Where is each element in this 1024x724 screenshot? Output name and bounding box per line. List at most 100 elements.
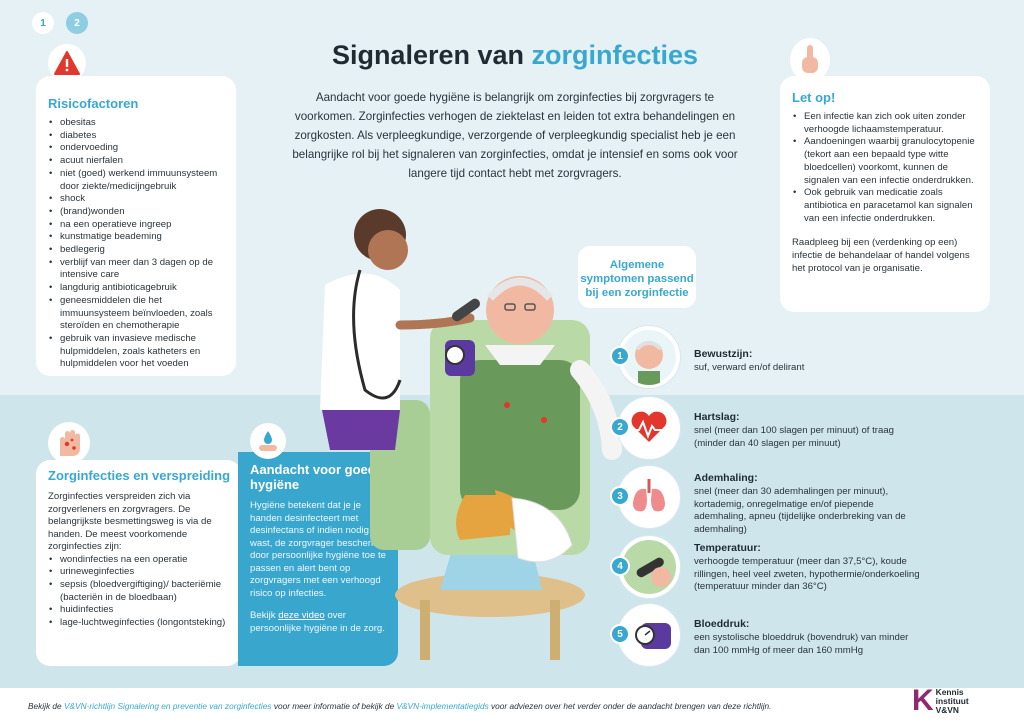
logo-text: Kennis instituut V&VN	[935, 686, 969, 715]
patient-pants	[456, 495, 511, 540]
patient-collar	[485, 345, 555, 365]
list-item: huidinfecties	[48, 604, 231, 617]
hygiene-more: Bekijk deze video over persoonlijke hygi…	[250, 610, 388, 635]
let-op-note: Raadpleeg bij een (verdenking op een) in…	[792, 237, 970, 274]
let-op-card: Let op! Een infectie kan zich ook uiten …	[780, 76, 990, 312]
page-1-button[interactable]: 1	[32, 12, 54, 34]
logo-line: Kennis	[935, 686, 964, 697]
nurse-patient-illustration	[320, 209, 622, 660]
list-item: langdurig antibioticagebruik	[48, 282, 226, 295]
symptom-heading: Bewustzijn:	[694, 348, 753, 360]
page-2-button[interactable]: 2	[66, 12, 88, 34]
footer-text: Bekijk de V&VN-richtlijn Signalering en …	[28, 701, 771, 711]
list-item: bedlegerig	[48, 244, 226, 257]
let-op-list: Een infectie kan zich ook uiten zonder v…	[792, 111, 980, 225]
hand-drop-icon	[250, 423, 286, 459]
footer-part: Bekijk de	[28, 701, 64, 711]
logo-mark: K	[912, 684, 934, 717]
symptoms-bubble: Algemene symptomen passend bij een zorgi…	[578, 246, 696, 308]
footer-part: voor meer informatie of bekijk de	[271, 701, 397, 711]
nurse-pants	[322, 410, 400, 450]
list-item: (brand)wonden	[48, 206, 226, 219]
list-item: sepsis (bloedvergiftiging)/ bacteriëmie …	[48, 579, 231, 604]
list-item: niet (goed) werkend immuunsysteem door z…	[48, 168, 226, 193]
nurse-face	[368, 230, 408, 270]
guideline-link[interactable]: V&VN-richtlijn Signalering en preventie …	[63, 701, 272, 711]
spread-list: wondinfecties na een operatie urinewegin…	[48, 554, 231, 630]
list-item: kunstmatige beademing	[48, 231, 226, 244]
video-link[interactable]: deze video	[278, 610, 325, 621]
symptom-number: 4	[610, 556, 630, 576]
symptom-description: snel (meer dan 100 slagen per minuut) of…	[694, 425, 894, 449]
list-item: lage-luchtweginfecties (longontsteking)	[48, 617, 231, 630]
symptom-2: 2	[610, 397, 680, 461]
raised-finger-icon	[790, 38, 830, 82]
symptom-description: snel (meer dan 30 ademhalingen per minuu…	[694, 486, 906, 535]
list-item: ondervoeding	[48, 142, 226, 155]
patient-vest	[460, 360, 580, 510]
risk-factors-card: Risicofactoren obesitas diabetes ondervo…	[36, 76, 236, 376]
symptom-text-4: Temperatuur: verhoogde temperatuur (meer…	[694, 542, 924, 594]
let-op-heading: Let op!	[792, 90, 836, 105]
list-item: wondinfecties na een operatie	[48, 554, 231, 567]
symptom-number: 2	[610, 417, 630, 437]
risk-factors-list: obesitas diabetes ondervoeding acuut nie…	[48, 117, 226, 371]
nurse-shirt	[320, 273, 400, 410]
list-item: acuut nierfalen	[48, 155, 226, 168]
confused-face-icon	[618, 326, 680, 388]
list-item: Een infectie kan zich ook uiten zonder v…	[792, 111, 980, 136]
glasses	[504, 303, 516, 311]
list-item: geneesmiddelen die het immuunsysteem beï…	[48, 295, 226, 333]
symptom-description: verhoogde temperatuur (meer dan 37,5°C),…	[694, 556, 920, 593]
symptom-number: 3	[610, 486, 630, 506]
hygiene-text: Hygiëne betekent dat je je handen desinf…	[250, 500, 387, 599]
logo-line: V&VN	[935, 704, 959, 715]
title-accent: zorginfecties	[531, 40, 699, 70]
implementation-guide-link[interactable]: V&VN-implementatiegids	[396, 701, 489, 711]
list-item: diabetes	[48, 130, 226, 143]
warning-icon	[48, 44, 86, 82]
symptom-text-1: Bewustzijn: suf, verward en/of delirant	[694, 348, 924, 375]
bandage	[511, 497, 573, 563]
risk-factors-heading: Risicofactoren	[48, 96, 139, 111]
symptom-number: 1	[610, 346, 630, 366]
symptom-5: 5	[610, 604, 680, 668]
logo-line: instituut	[935, 695, 969, 706]
symptom-heading: Hartslag:	[694, 411, 740, 423]
symptom-3: 3	[610, 466, 680, 530]
ecg-dot	[504, 402, 510, 408]
stethoscope	[352, 269, 402, 400]
page-title: Signaleren van zorginfecties	[300, 40, 730, 71]
list-item: obesitas	[48, 117, 226, 130]
stool-leg	[550, 600, 560, 660]
spread-heading: Zorginfecties en verspreiding	[48, 468, 231, 483]
spread-card: Zorginfecties en verspreiding Zorginfect…	[36, 460, 241, 666]
symptom-1: 1	[610, 326, 680, 390]
kennisinstituut-logo: K Kennis instituut V&VN	[912, 682, 984, 720]
stool-leg	[420, 600, 430, 660]
symptom-text-2: Hartslag: snel (meer dan 100 slagen per …	[694, 411, 924, 450]
glasses	[524, 303, 536, 311]
symptom-description: een systolische bloeddruk (bovendruk) va…	[694, 632, 909, 656]
list-item: gebruik van invasieve medische hulpmidde…	[48, 333, 226, 371]
intro-text: Aandacht voor goede hygiëne is belangrij…	[292, 91, 738, 180]
pressure-gauge	[445, 345, 465, 365]
hygiene-more-suffix: over persoonlijke hygiëne in de zorg.	[250, 610, 385, 634]
patient-hair	[487, 277, 553, 301]
symptom-number: 5	[610, 624, 630, 644]
symptom-4: 4	[610, 536, 680, 600]
ear-thermometer	[451, 298, 481, 322]
spread-text: Zorginfecties verspreiden zich via zorgv…	[48, 491, 212, 552]
symptom-heading: Temperatuur:	[694, 542, 761, 554]
hygiene-more-prefix: Bekijk	[250, 610, 279, 621]
symptom-heading: Ademhaling:	[694, 472, 758, 484]
list-item: Ook gebruik van medicatie zoals antibiot…	[792, 187, 980, 225]
footer-bar	[0, 688, 1024, 724]
symptom-heading: Bloeddruk:	[694, 618, 750, 630]
nurse-arm	[395, 313, 475, 330]
patient-head	[486, 276, 554, 344]
patient-arm	[570, 360, 622, 460]
list-item: verblijf van meer dan 3 dagen op de inte…	[48, 257, 226, 282]
symptom-text-3: Ademhaling: snel (meer dan 30 ademhaling…	[694, 472, 924, 536]
list-item: urineweginfecties	[48, 566, 231, 579]
